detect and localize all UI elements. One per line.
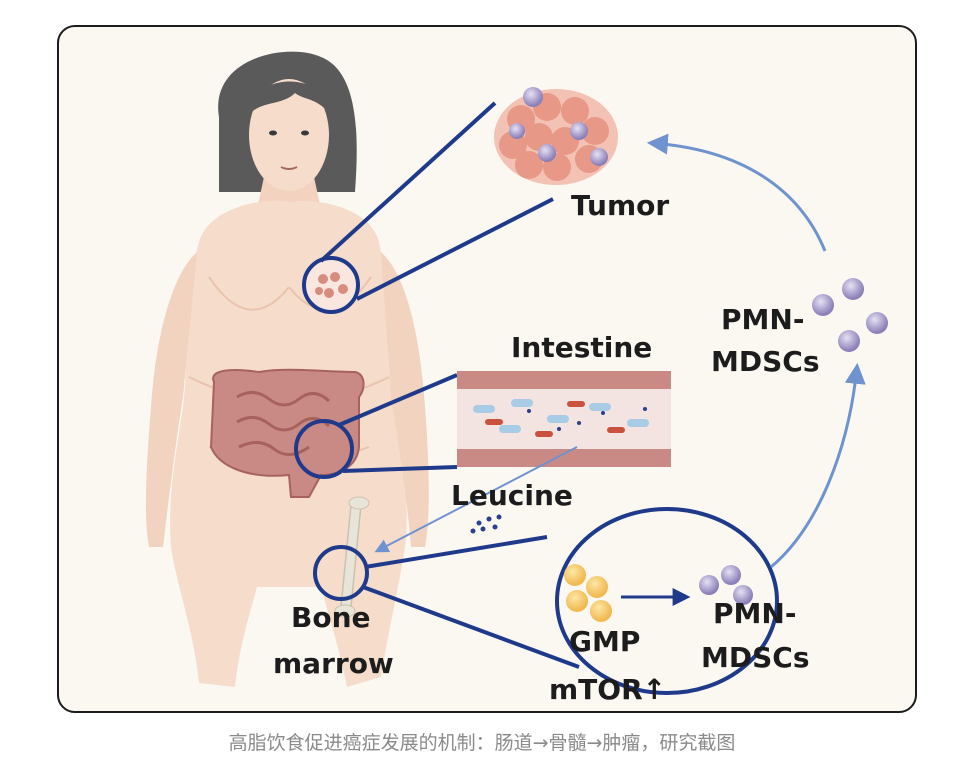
bone-label: Bone [291,601,371,634]
tumor-label: Tumor [571,189,669,222]
intestine-cross-section [457,371,671,467]
intestine-label: Intestine [511,331,652,364]
tumor-cluster-illustration [494,87,618,185]
pmn-bottom-label-line1: PMN- [713,597,796,630]
diagram-figure: Tumor Intestine Leucine Bone marrow PMN-… [57,25,917,713]
breast-tumor-callout [302,256,360,314]
leucine-label: Leucine [451,479,573,512]
intestine-organ-illustration [209,368,365,498]
intestine-callout-circle [294,419,354,479]
pmn-top-label-line1: PMN- [721,303,804,336]
pmn-top-label-line2: MDSCs [711,345,820,378]
bone-marrow-callout-circle [313,545,369,601]
pmn-bottom-label-line2: MDSCs [701,641,810,674]
figure-caption: 高脂饮食促进癌症发展的机制：肠道→骨髓→肿瘤，研究截图 [228,732,736,754]
circulation-to-tumor-arrow [646,133,827,252]
mtor-label: mTOR↑ [549,673,666,706]
bottom-pmn-mdsc-cells [699,565,753,605]
gmp-cells [564,564,612,622]
top-pmn-mdsc-cells [812,278,888,352]
bone-marrow-to-circulation-arrow [770,362,866,569]
bone-marrow-detail-ellipse [555,507,779,695]
leucine-molecules [470,514,502,534]
marrow-label: marrow [273,647,394,680]
gmp-label: GMP [569,625,640,658]
femur-bone-illustration [334,496,370,618]
